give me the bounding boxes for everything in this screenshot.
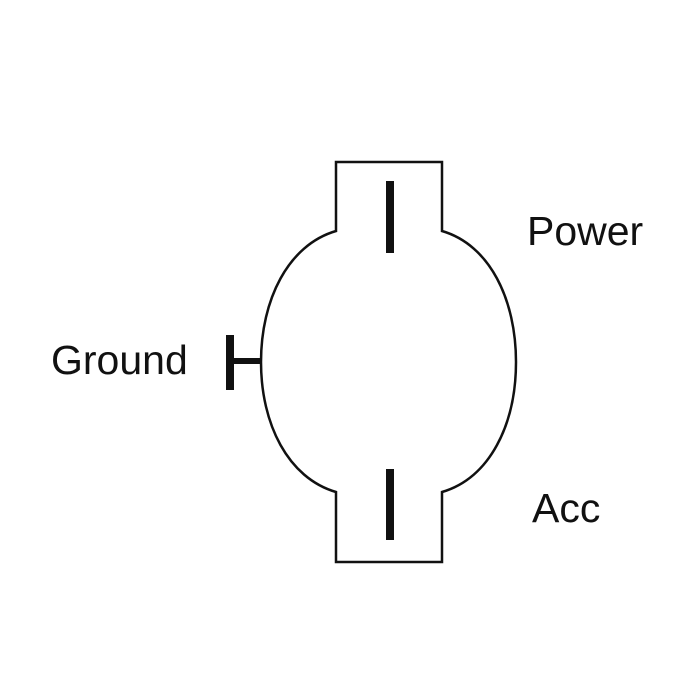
- ground-terminal: [226, 335, 261, 390]
- switch-body-outline: [259, 160, 518, 564]
- power-terminal-pin: [386, 181, 394, 253]
- ground-label: Ground: [51, 337, 188, 383]
- acc-label: Acc: [532, 485, 600, 531]
- ground-terminal-lead: [230, 358, 261, 364]
- acc-terminal-pin: [386, 469, 394, 540]
- power-label: Power: [527, 208, 643, 254]
